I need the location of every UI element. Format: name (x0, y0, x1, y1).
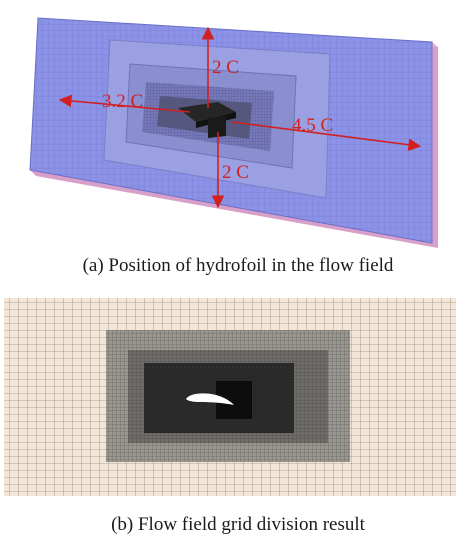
hydrofoil (186, 393, 234, 405)
dim-label-bottom: 2 C (222, 162, 249, 183)
dim-label-top: 2 C (212, 57, 239, 78)
panel-b-grid (4, 298, 456, 496)
caption-b: (b) Flow field grid division result (111, 514, 365, 535)
panel-a-3d-domain: 2 C 2 C 3.2 C 4.5 C (29, 17, 438, 248)
dim-label-left: 3.2 C (102, 91, 143, 112)
dim-label-right: 4.5 C (292, 115, 333, 136)
dim-arrow-right (231, 121, 422, 152)
hydrofoil-block-small (208, 116, 226, 138)
domain-bottom-face (30, 170, 438, 248)
hydrofoil-block (178, 102, 236, 122)
caption-a: (a) Position of hydrofoil in the flow fi… (82, 255, 394, 276)
domain-side-face (432, 42, 438, 248)
dim-arrow-left (58, 94, 191, 113)
